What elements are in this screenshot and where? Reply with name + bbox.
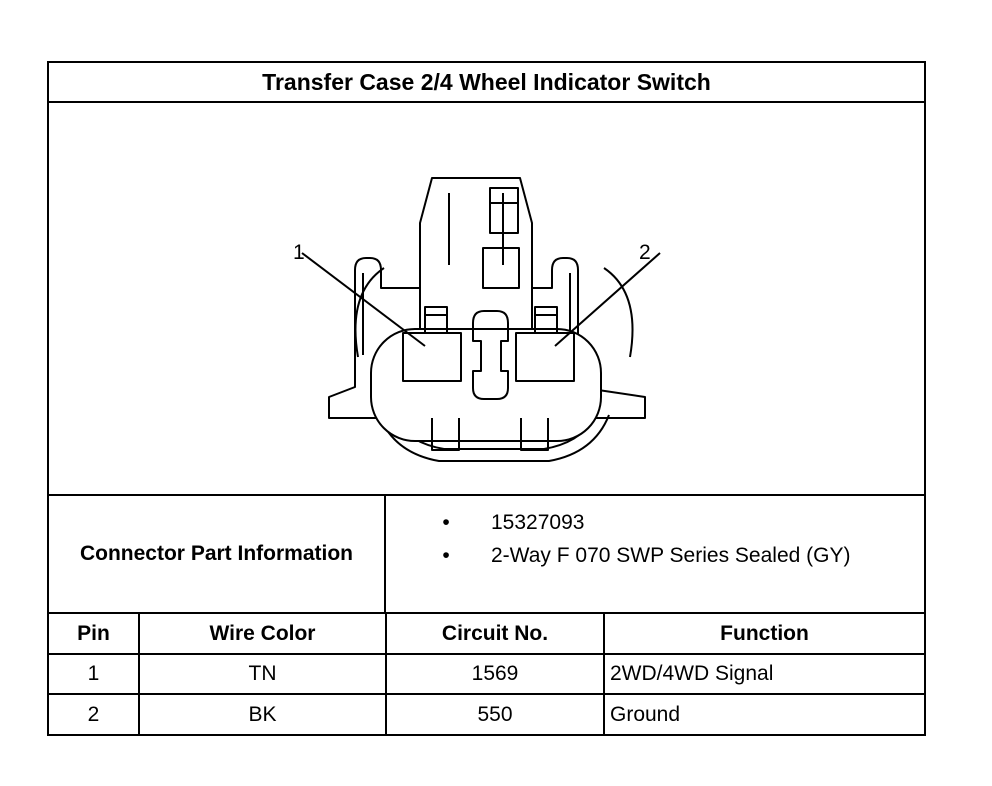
center-key xyxy=(472,310,509,400)
table-row: 2 BK 550 Ground xyxy=(49,693,924,734)
latch-window xyxy=(482,247,520,289)
connector-info-list: • 15327093 • 2-Way F 070 SWP Series Seal… xyxy=(386,496,924,612)
connector-info-row: Connector Part Information • 15327093 • … xyxy=(49,496,924,614)
header-wire-color: Wire Color xyxy=(138,614,387,655)
callout-leader-1 xyxy=(301,252,426,347)
terminal-face xyxy=(370,328,602,442)
cell-circuit-no: 1569 xyxy=(385,653,605,695)
page-title: Transfer Case 2/4 Wheel Indicator Switch xyxy=(49,63,924,103)
terminal-2-cavity xyxy=(515,332,575,382)
cell-function: 2WD/4WD Signal xyxy=(603,653,924,695)
table-row: 1 TN 1569 2WD/4WD Signal xyxy=(49,653,924,695)
connector-diagram: 1 2 xyxy=(49,103,924,496)
body-arc-right xyxy=(603,267,634,358)
latch-tab xyxy=(489,187,519,234)
connector-info-label: Connector Part Information xyxy=(49,496,386,612)
body-arc-left xyxy=(354,267,385,358)
connector-housing xyxy=(328,177,646,419)
body-arc-bottom xyxy=(378,414,610,462)
connector-sheet: Transfer Case 2/4 Wheel Indicator Switch xyxy=(47,61,926,736)
terminal-1-cavity xyxy=(402,332,462,382)
pinout-table: Pin Wire Color Circuit No. Function 1 TN… xyxy=(49,614,924,734)
cell-wire-color: BK xyxy=(138,693,387,734)
callout-1: 1 xyxy=(293,241,305,264)
cell-wire-color: TN xyxy=(138,653,387,695)
cell-pin: 2 xyxy=(49,693,140,734)
cell-function: Ground xyxy=(603,693,924,734)
cell-circuit-no: 550 xyxy=(385,693,605,734)
connector-part-number: 15327093 xyxy=(491,511,585,534)
callout-leader-2 xyxy=(554,252,661,347)
connector-face-drawing: 1 2 xyxy=(293,177,661,462)
header-circuit-no: Circuit No. xyxy=(385,614,605,655)
locator-tab-left xyxy=(431,418,460,451)
table-header-row: Pin Wire Color Circuit No. Function xyxy=(49,614,924,655)
header-function: Function xyxy=(603,614,924,655)
cell-pin: 1 xyxy=(49,653,140,695)
header-pin: Pin xyxy=(49,614,140,655)
connector-description: 2-Way F 070 SWP Series Sealed (GY) xyxy=(491,544,851,567)
bullet-icon: • xyxy=(442,511,450,534)
locator-tab-right xyxy=(520,418,549,451)
bullet-icon: • xyxy=(442,544,450,567)
callout-2: 2 xyxy=(639,241,651,264)
